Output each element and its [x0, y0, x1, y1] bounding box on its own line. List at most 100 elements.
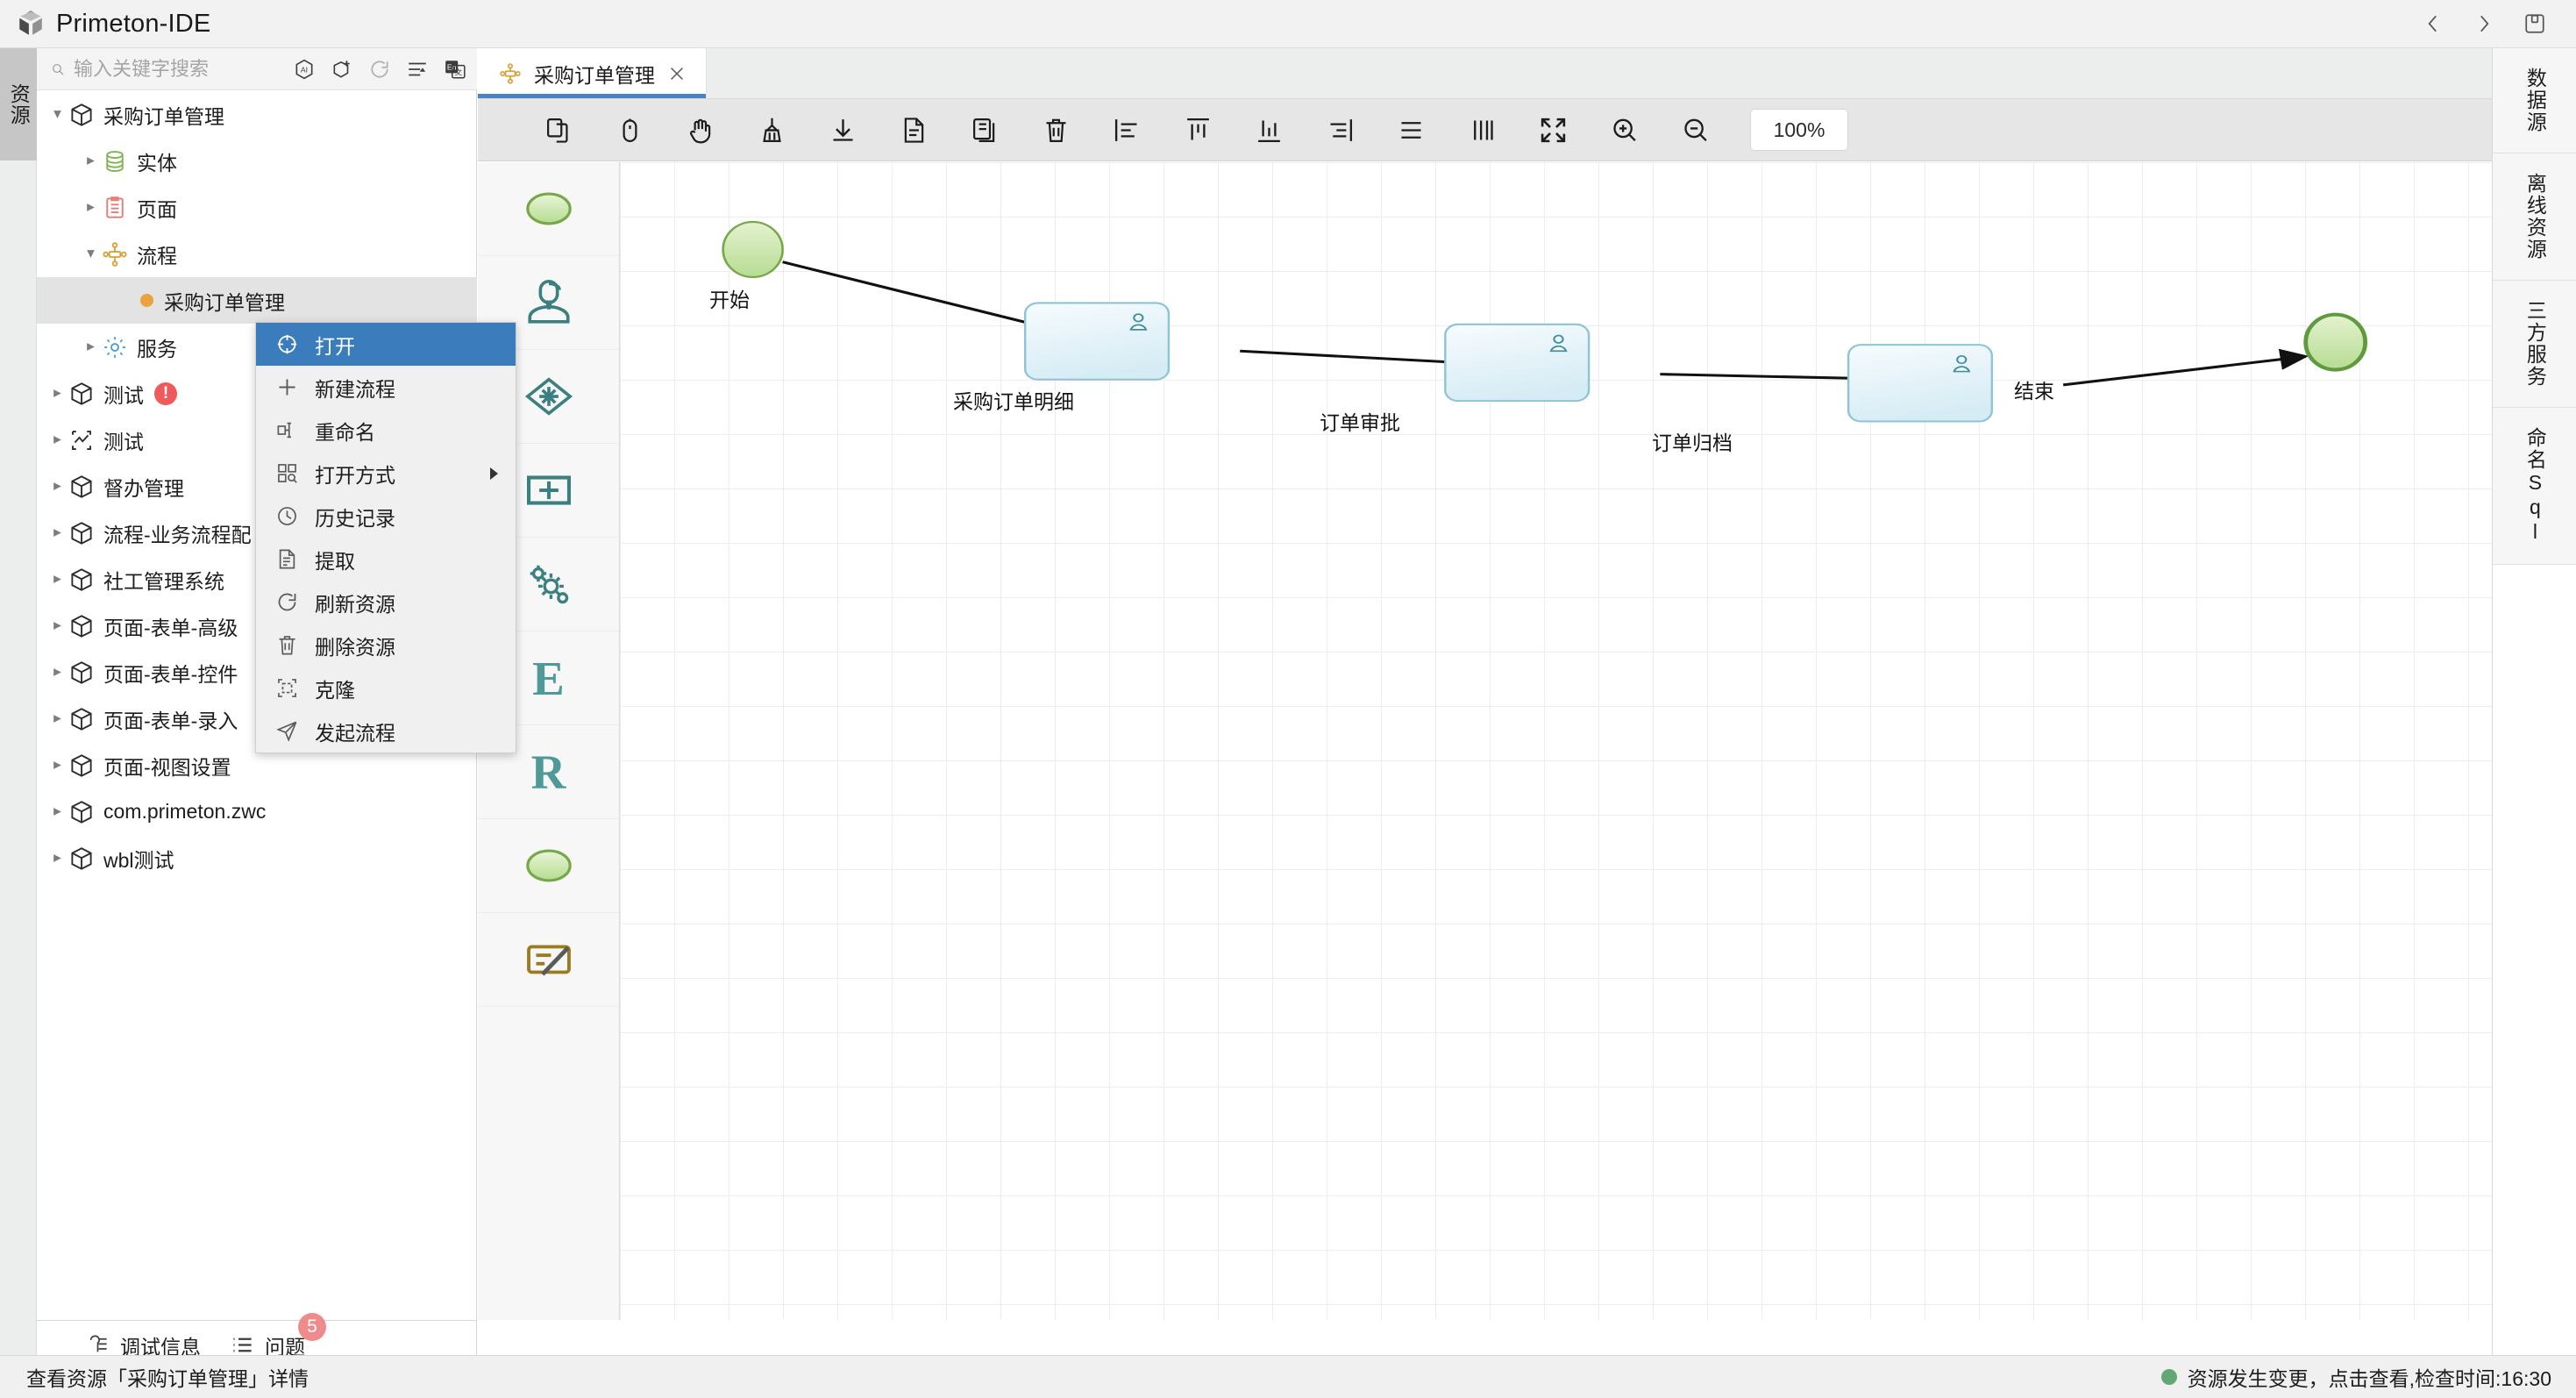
palette-item-7[interactable]	[478, 819, 619, 913]
caret-open-icon[interactable]	[46, 103, 68, 126]
context-menu-item-6[interactable]: 刷新资源	[256, 581, 516, 624]
caret-closed-icon[interactable]	[46, 475, 68, 498]
plus-box-icon	[526, 475, 571, 505]
caret-closed-icon[interactable]	[79, 196, 102, 219]
tree-item-1[interactable]: 实体	[37, 138, 477, 184]
close-icon[interactable]	[667, 64, 687, 83]
palette-item-5[interactable]: E	[478, 631, 619, 725]
mouse-pointer-icon[interactable]	[594, 99, 665, 161]
tree-item-8[interactable]: 督办管理	[37, 463, 477, 510]
right-rail-item-1[interactable]: 离线资源	[2493, 153, 2576, 281]
caret-closed-icon[interactable]	[46, 754, 68, 777]
trash-icon[interactable]	[1021, 99, 1092, 161]
tree-item-label: wbl测试	[103, 848, 174, 872]
edge-t3-end	[2062, 348, 2309, 387]
collapse-all-icon[interactable]	[406, 58, 429, 81]
add-package-icon[interactable]	[331, 58, 353, 81]
forward-icon[interactable]	[2473, 12, 2495, 35]
caret-closed-icon[interactable]	[46, 801, 68, 824]
duplicate-icon[interactable]	[950, 99, 1021, 161]
caret-closed-icon[interactable]	[46, 661, 68, 684]
distribute-vertical-icon[interactable]	[1447, 99, 1518, 161]
document-icon[interactable]	[879, 99, 950, 161]
tab-problems[interactable]: 问题 5	[231, 1312, 326, 1360]
caret-closed-icon[interactable]	[46, 429, 68, 452]
status-right-text: 资源发生变更，点击查看,检查时间:16:30	[2187, 1367, 2551, 1390]
tree-item-9[interactable]: 流程-业务流程配	[37, 510, 477, 556]
tree-item-7[interactable]: 测试	[37, 417, 477, 463]
align-top-icon[interactable]	[1163, 99, 1234, 161]
right-rail-item-3[interactable]: 命名Sql	[2493, 408, 2576, 565]
caret-closed-icon[interactable]	[46, 708, 68, 731]
align-left-icon[interactable]	[1092, 99, 1163, 161]
context-menu-label: 发起流程	[315, 721, 395, 745]
refresh-icon[interactable]	[368, 58, 391, 81]
palette-item-4[interactable]	[478, 538, 619, 631]
tree-item-10[interactable]: 社工管理系统	[37, 556, 477, 603]
flow-canvas[interactable]: 开始 采购订单明细 订单审批 订单归档 结束	[620, 162, 2492, 1320]
context-menu-item-2[interactable]: 重命名	[256, 409, 516, 452]
context-menu-item-3[interactable]: 打开方式	[256, 452, 516, 495]
palette-item-8[interactable]	[478, 913, 619, 1007]
right-rail-item-0[interactable]: 数据源	[2493, 48, 2576, 153]
context-menu-item-4[interactable]: 历史记录	[256, 495, 516, 538]
palette-item-1[interactable]	[478, 256, 619, 350]
tree-item-label: 页面-表单-录入	[103, 709, 238, 732]
tree-item-12[interactable]: 页面-表单-控件	[37, 649, 477, 695]
caret-open-icon[interactable]	[79, 243, 102, 266]
palette-item-2[interactable]	[478, 350, 619, 444]
tree-item-15[interactable]: com.primeton.zwc	[37, 788, 477, 835]
palette-item-0[interactable]	[478, 162, 619, 256]
right-rail-item-2[interactable]: 三方服务	[2493, 281, 2576, 408]
translate-icon[interactable]: En 文	[444, 58, 466, 81]
context-menu-item-0[interactable]: 打开	[256, 323, 516, 366]
caret-closed-icon[interactable]	[46, 847, 68, 870]
tree-item-14[interactable]: 页面-视图设置	[37, 742, 477, 788]
caret-closed-icon[interactable]	[46, 568, 68, 591]
align-bottom-icon[interactable]	[1234, 99, 1305, 161]
palette-item-6[interactable]: R	[478, 725, 619, 819]
tree-item-5[interactable]: 服务	[37, 324, 477, 370]
tree-item-2[interactable]: 页面	[37, 184, 477, 231]
context-menu-item-9[interactable]: 发起流程	[256, 710, 516, 752]
tree-item-4[interactable]: 采购订单管理	[37, 277, 477, 324]
status-change-notice[interactable]: 资源发生变更，点击查看,检查时间:16:30	[2160, 1362, 2551, 1392]
context-menu-item-5[interactable]: 提取	[256, 538, 516, 581]
context-menu-item-8[interactable]: 克隆	[256, 667, 516, 710]
palette-item-3[interactable]	[478, 444, 619, 538]
context-menu-item-7[interactable]: 删除资源	[256, 624, 516, 667]
node-label-task-1: 采购订单明细	[953, 390, 1074, 413]
zoom-out-icon[interactable]	[1660, 99, 1731, 161]
tree-item-3[interactable]: 流程	[37, 231, 477, 277]
tab-debug-info[interactable]: 调试信息	[86, 1330, 201, 1360]
broom-clean-icon[interactable]	[737, 99, 808, 161]
distribute-horizontal-icon[interactable]	[1376, 99, 1447, 161]
editor-tabbar: 采购订单管理	[478, 48, 2492, 99]
tree-item-13[interactable]: 页面-表单-录入	[37, 695, 477, 742]
package-icon	[71, 521, 92, 545]
tree-item-6[interactable]: 测试!	[37, 370, 477, 417]
zoom-in-icon[interactable]	[1589, 99, 1660, 161]
tab-purchase-order-flow[interactable]: 采购订单管理	[478, 48, 707, 98]
context-menu-item-1[interactable]: 新建流程	[256, 366, 516, 409]
caret-closed-icon[interactable]	[46, 615, 68, 638]
back-icon[interactable]	[2422, 12, 2444, 35]
zoom-level-field[interactable]: 100%	[1750, 109, 1848, 151]
hand-pan-icon[interactable]	[665, 99, 737, 161]
node-end	[2303, 312, 2368, 372]
copy-paste-icon[interactable]	[523, 99, 594, 161]
save-icon[interactable]	[2523, 12, 2546, 35]
tree-item-0[interactable]: 采购订单管理	[37, 91, 477, 138]
rail-tab-resources[interactable]: 资源	[0, 48, 37, 160]
caret-closed-icon[interactable]	[79, 336, 102, 359]
caret-closed-icon[interactable]	[46, 382, 68, 405]
search-input[interactable]	[74, 57, 293, 81]
download-icon[interactable]	[808, 99, 879, 161]
caret-closed-icon[interactable]	[46, 522, 68, 545]
fullscreen-icon[interactable]	[1518, 99, 1589, 161]
tree-item-11[interactable]: 页面-表单-高级	[37, 603, 477, 649]
align-right-icon[interactable]	[1305, 99, 1376, 161]
ai-icon[interactable]: AI	[293, 58, 316, 81]
tree-item-16[interactable]: wbl测试	[37, 835, 477, 881]
caret-closed-icon[interactable]	[79, 150, 102, 173]
